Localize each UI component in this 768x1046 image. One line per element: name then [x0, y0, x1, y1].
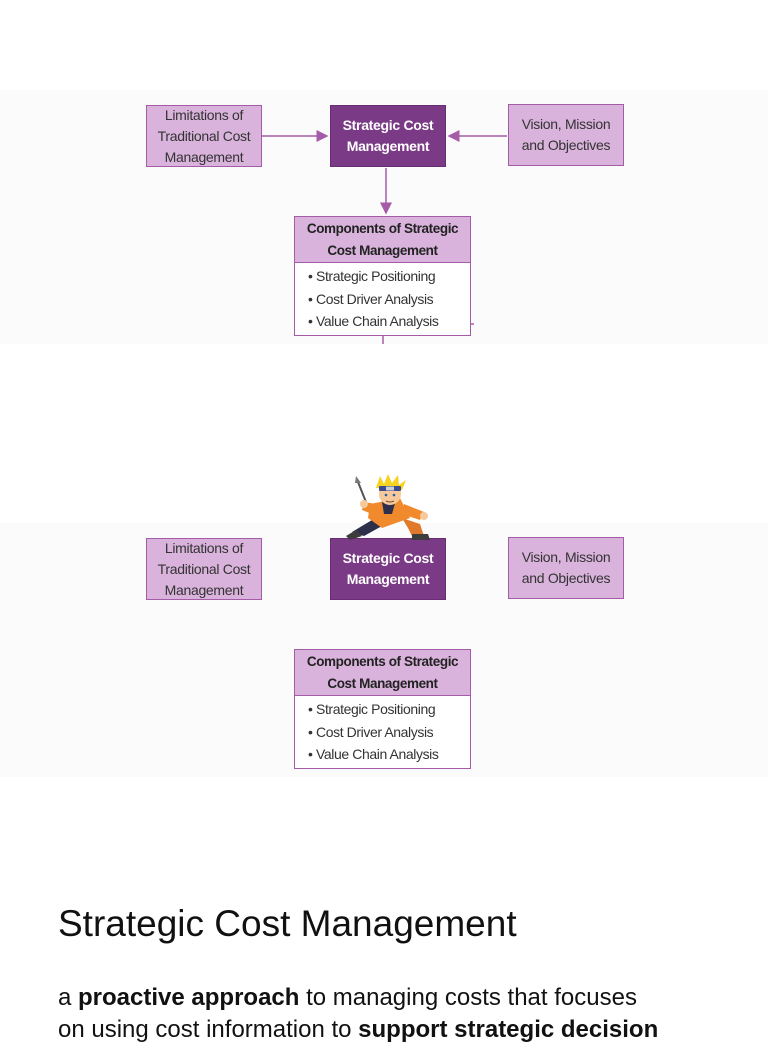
component-item: Value Chain Analysis [308, 743, 470, 766]
component-item: Cost Driver Analysis [308, 721, 470, 744]
component-item: Strategic Positioning [308, 698, 470, 721]
ninja-character-icon [346, 474, 430, 540]
components-list-2: Strategic Positioning Cost Driver Analys… [295, 696, 470, 766]
strategic-cost-management-box-2: Strategic Cost Management [330, 538, 446, 600]
component-item: Value Chain Analysis [308, 310, 470, 333]
components-list: Strategic Positioning Cost Driver Analys… [295, 263, 470, 333]
vision-mission-box: Vision, Mission and Objectives [508, 104, 624, 166]
components-title-2: Components of Strategic Cost Management [295, 650, 470, 696]
definition-line-2: on using cost information to support str… [58, 1014, 658, 1046]
page-title: Strategic Cost Management [58, 903, 517, 944]
components-box-2: Components of Strategic Cost Management … [294, 649, 471, 769]
para-prefix: a [58, 984, 79, 1011]
definition-paragraph: a proactive approach to managing costs t… [58, 982, 658, 1046]
components-box: Components of Strategic Cost Management … [294, 216, 471, 336]
vision-mission-box-2: Vision, Mission and Objectives [508, 537, 624, 599]
strategic-cost-management-box: Strategic Cost Management [330, 105, 446, 167]
para-middle: to managing costs that focuses [299, 984, 637, 1011]
para-bold-support: support strategic decision [358, 1016, 659, 1043]
components-title: Components of Strategic Cost Management [295, 217, 470, 263]
limitations-box: Limitations of Traditional Cost Manageme… [146, 105, 262, 167]
component-item: Strategic Positioning [308, 265, 470, 288]
para-line2: on using cost information to [58, 1016, 359, 1043]
definition-line-1: a proactive approach to managing costs t… [58, 982, 658, 1014]
para-bold-proactive: proactive approach [78, 984, 300, 1011]
limitations-box-2: Limitations of Traditional Cost Manageme… [146, 538, 262, 600]
component-item: Cost Driver Analysis [308, 288, 470, 311]
